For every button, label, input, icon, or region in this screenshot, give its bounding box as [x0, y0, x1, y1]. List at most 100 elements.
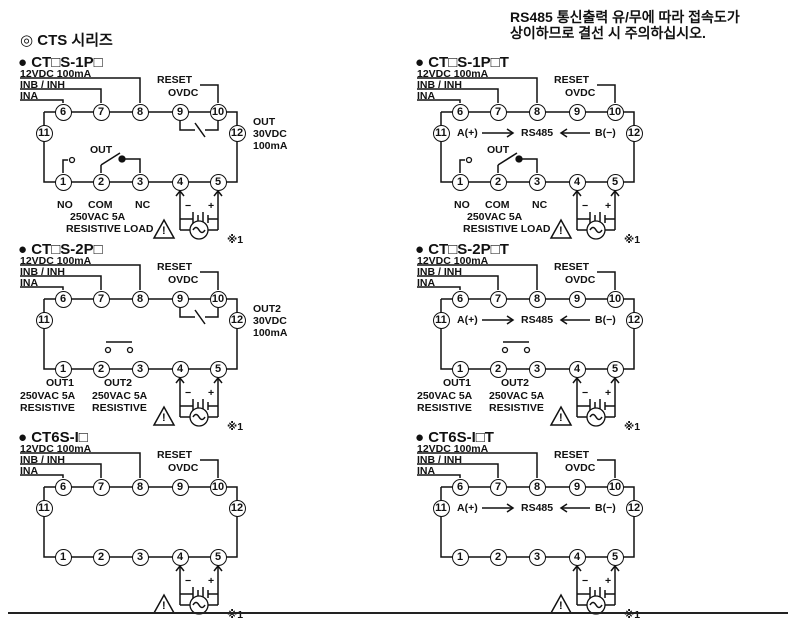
arrow-left-icon: [559, 315, 568, 325]
reset-label: RESET: [157, 449, 193, 461]
diagram-title: ● CT□S-1P□T: [415, 54, 509, 71]
arrow-up-icon: [610, 376, 620, 384]
terminal-pin-4: 4: [568, 173, 586, 191]
sine-wave-icon: [192, 226, 206, 234]
arrow-up-icon: [572, 376, 582, 384]
minus-label: −: [582, 387, 589, 399]
reset-leader: [200, 271, 219, 290]
terminal-pin-7: 7: [92, 290, 110, 308]
terminal-pin-3: 3: [131, 173, 149, 191]
out-current: 100mA: [253, 327, 288, 339]
ina-label: INA: [20, 465, 39, 477]
ina-leader: [20, 99, 64, 103]
note-mark: ※1: [624, 609, 641, 621]
inb-leader: [417, 463, 499, 478]
supply-leader: [20, 264, 141, 290]
note-mark: ※1: [227, 609, 244, 621]
terminal-pin-11: 11: [432, 311, 450, 329]
plus-label: +: [605, 200, 612, 212]
out2-rating: 250VAC 5A: [489, 390, 545, 402]
sine-wave-icon: [589, 601, 603, 609]
contact-point: [465, 156, 473, 164]
terminal-pin-5: 5: [606, 548, 624, 566]
rs485-a-label: A(+): [457, 502, 478, 514]
terminal-pin-9: 9: [568, 290, 586, 308]
ssr-wire: [179, 121, 195, 131]
plus-label: +: [605, 575, 612, 587]
note-mark: ※1: [624, 234, 641, 246]
ina-label: INA: [417, 465, 436, 477]
com-label: COM: [485, 199, 510, 211]
warning-icon: [152, 218, 176, 239]
arrow-up-icon: [213, 564, 223, 572]
inb-inh-label: INB / INH: [20, 266, 65, 278]
out1-label: OUT1: [46, 377, 75, 389]
inb-leader: [20, 463, 102, 478]
ina-leader: [417, 286, 461, 290]
ina-label: INA: [417, 90, 436, 102]
no-label: NO: [57, 199, 73, 211]
plus-label: +: [605, 387, 612, 399]
inb-inh-label: INB / INH: [417, 454, 462, 466]
terminal-pin-8: 8: [528, 290, 546, 308]
terminal-pin-5: 5: [209, 548, 227, 566]
terminal-pin-9: 9: [171, 478, 189, 496]
reset-label: RESET: [554, 261, 590, 273]
relay-wire: [459, 159, 465, 173]
terminal-pin-9: 9: [171, 103, 189, 121]
supply-leader: [20, 77, 141, 103]
terminal-pin-4: 4: [171, 173, 189, 191]
out1-load: RESISTIVE: [417, 402, 472, 414]
warning-icon-mark: !: [559, 412, 563, 424]
sine-wave-icon: [192, 601, 206, 609]
inb-inh-label: INB / INH: [20, 79, 65, 91]
relay-arm: [100, 152, 121, 166]
sine-wave-icon: [589, 413, 603, 421]
terminal-pin-5: 5: [606, 173, 624, 191]
out2-label: OUT2: [501, 377, 530, 389]
minus-label: −: [185, 200, 192, 212]
terminal-pin-11: 11: [35, 124, 53, 142]
diagram-title: ● CT□S-1P□: [18, 54, 103, 71]
terminal-pin-1: 1: [54, 548, 72, 566]
nc-label: NC: [135, 199, 151, 211]
terminal-pin-3: 3: [528, 548, 546, 566]
terminal-pin-11: 11: [35, 311, 53, 329]
supply-leader: [417, 264, 538, 290]
terminal-pin-3: 3: [131, 360, 149, 378]
minus-label: −: [582, 200, 589, 212]
relay-wire: [125, 158, 141, 173]
terminal-pin-4: 4: [171, 548, 189, 566]
arrow-up-icon: [572, 564, 582, 572]
terminal-pin-6: 6: [54, 103, 72, 121]
supply-label: 12VDC 100mA: [417, 68, 489, 80]
rs485-b-label: B(−): [595, 314, 616, 326]
terminal-pin-6: 6: [54, 290, 72, 308]
out1-rating: 250VAC 5A: [417, 390, 473, 402]
terminal-pin-6: 6: [451, 478, 469, 496]
terminal-pin-4: 4: [171, 360, 189, 378]
out-voltage: 30VDC: [253, 128, 287, 140]
warning-note-line1: RS485 통신출력 유/무에 따라 접속도가: [510, 9, 740, 25]
terminal-pin-3: 3: [131, 548, 149, 566]
terminal-pin-10: 10: [209, 290, 227, 308]
ssr-arrow: [194, 122, 206, 138]
reset-label: RESET: [554, 449, 590, 461]
ssr-wire: [205, 121, 219, 131]
terminal-pin-4: 4: [568, 548, 586, 566]
supply-label: 12VDC 100mA: [20, 68, 92, 80]
supply-leader: [20, 452, 141, 478]
warning-icon-mark: !: [559, 600, 563, 612]
reset-leader: [597, 459, 616, 478]
arrow-up-icon: [610, 564, 620, 572]
load-label: RESISTIVE LOAD: [66, 223, 154, 235]
contact-point: [68, 156, 76, 164]
terminal-pin-1: 1: [451, 360, 469, 378]
ssr-arrow: [194, 309, 206, 325]
out1-rating: 250VAC 5A: [20, 390, 76, 402]
terminal-pin-7: 7: [489, 103, 507, 121]
terminal-pin-11: 11: [432, 499, 450, 517]
relay-arm: [497, 152, 518, 166]
ovdc-label: OVDC: [565, 274, 596, 286]
